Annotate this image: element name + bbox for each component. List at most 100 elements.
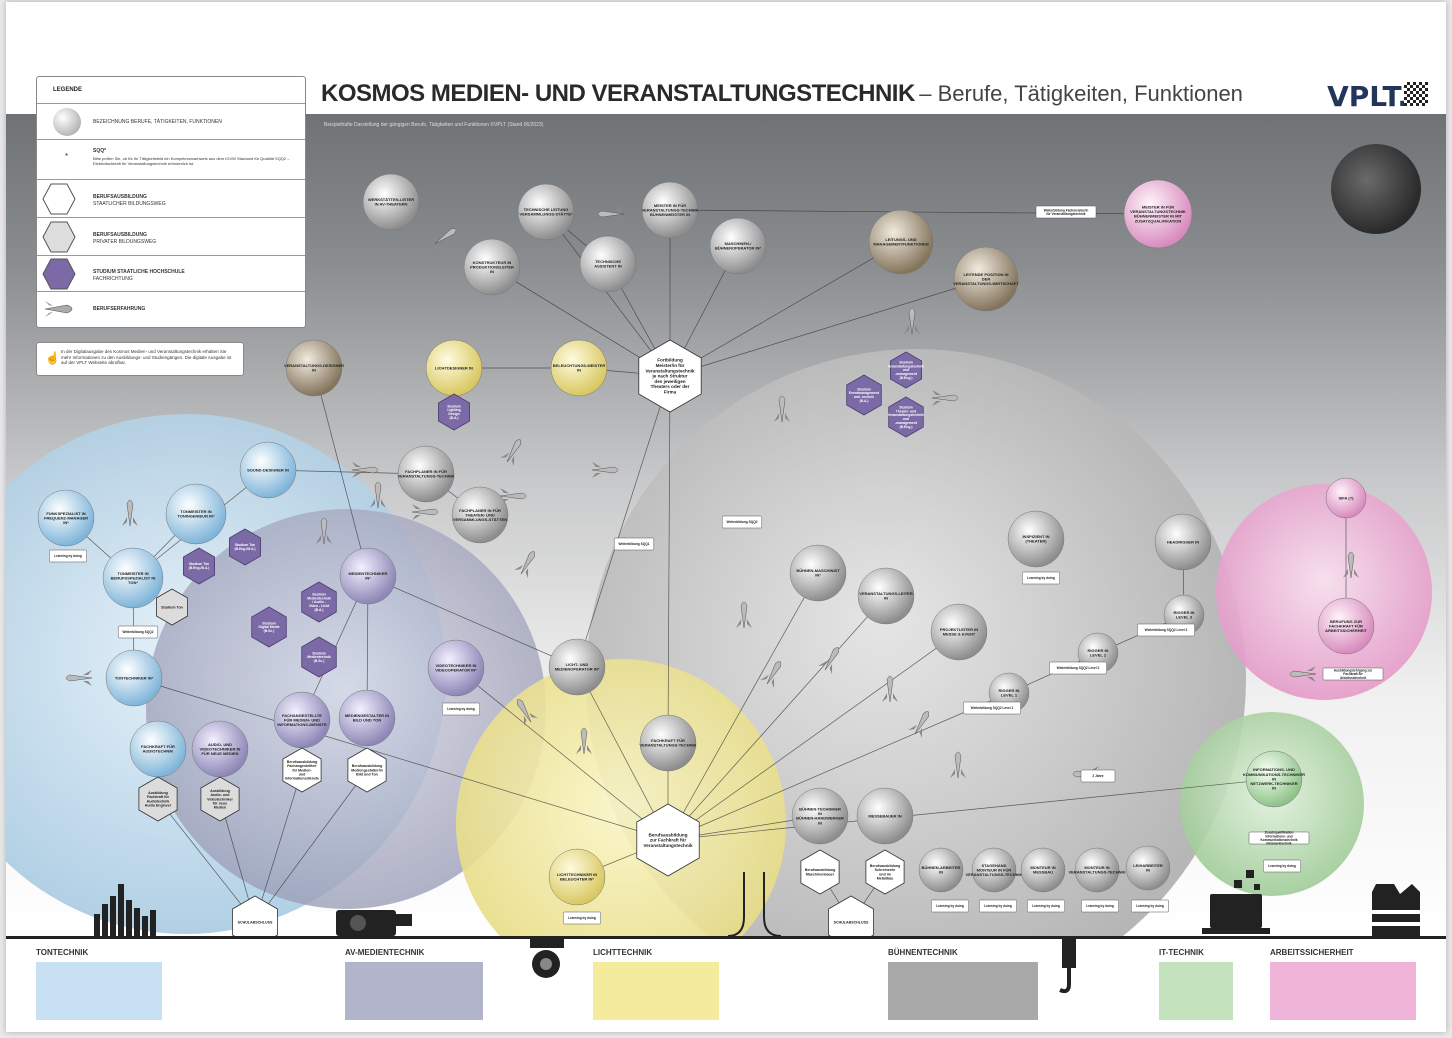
rocket-icon — [122, 499, 138, 527]
rocket-icon — [65, 670, 93, 686]
node-inspizient[interactable]: INSPIZIENT IN(THEATER) — [1007, 510, 1065, 568]
rocket-icon — [882, 675, 898, 703]
node-tontechniker[interactable]: TONTECHNIKER IN* — [105, 649, 163, 707]
node-sifa[interactable]: SIFA (?) — [1325, 477, 1367, 519]
rocket-icon — [429, 228, 457, 251]
legend-label: STUDIUM STAATLICHE HOCHSCHULE — [93, 269, 185, 275]
node-headrigger[interactable]: HEADRIGGER IN — [1154, 513, 1212, 571]
hex-studium_ton[interactable]: Studium Ton — [155, 588, 189, 626]
annotation-learning: Learning by doing — [563, 911, 601, 925]
rocket-icon — [1289, 666, 1317, 682]
svg-text:Learning by doing: Learning by doing — [568, 916, 596, 920]
category-tontechnik-swatch — [36, 962, 162, 1020]
category-it-label: IT-TECHNIK — [1159, 948, 1204, 957]
study-st_ton1[interactable]: Studium Ton(B.Eng./B.A.) — [182, 547, 216, 585]
svg-text:Weiterbildung SQQ2 Level 3: Weiterbildung SQQ2 Level 3 — [1145, 628, 1188, 632]
rocket-icon — [908, 711, 930, 739]
category-buehne-swatch — [888, 962, 1038, 1020]
node-maschinen[interactable]: MASCHINEN-/BÜHNENOPERATOR IN* — [709, 217, 767, 275]
node-messebauer[interactable]: MESSEBAUER IN — [856, 787, 914, 845]
svg-text:Studium Ton: Studium Ton — [161, 605, 183, 609]
annotation-weiterbildung_sqq1: Weiterbildung SQQ1 — [613, 537, 655, 551]
hex-schulabschluss2[interactable]: SCHULABSCHLUSS — [828, 895, 874, 942]
node-lichtdesign[interactable]: LICHTDESIGNER IN — [425, 339, 483, 397]
study-st_ton2[interactable]: Studium Ton(B.Eng./M.A.) — [228, 528, 262, 566]
connection-line — [133, 677, 669, 841]
node-sounddesign[interactable]: SOUND-DESIGNER IN — [239, 441, 297, 499]
hex-schulabschluss1[interactable]: SCHULABSCHLUSS — [232, 895, 278, 942]
gray-hexagon-icon — [42, 221, 76, 253]
rocket-icon — [904, 307, 920, 335]
qr-code-icon — [1404, 82, 1428, 106]
rocket-icon — [516, 699, 538, 727]
annotation-weiterbildung_sqq2: Weiterbildung SQQ2 — [721, 515, 763, 529]
rocket-icon — [370, 481, 386, 509]
